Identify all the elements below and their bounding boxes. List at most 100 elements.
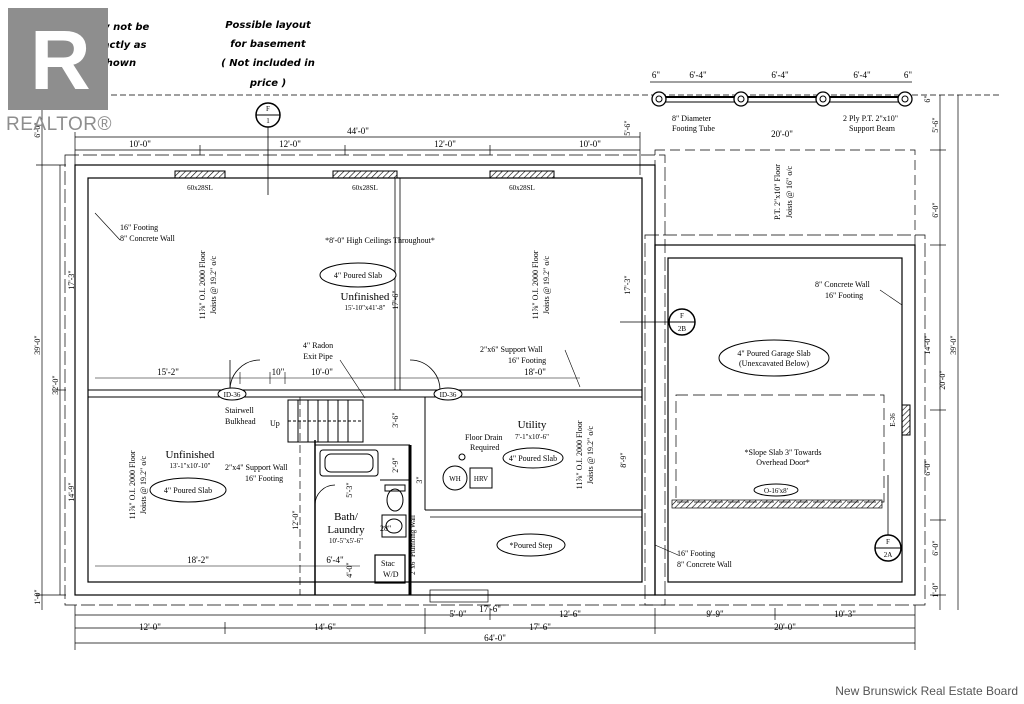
realtor-logo-letter: R <box>30 13 91 107</box>
svg-text:16" Footing: 16" Footing <box>508 356 546 365</box>
dim-right-a: 5'-6" <box>931 117 940 132</box>
footing-note-bottom: 16" Footing <box>677 549 715 558</box>
room-unfinished-main: Unfinished <box>341 291 390 303</box>
top-dimension-lines <box>74 94 1000 175</box>
garage-top-dims: 6" 6'-4" 6'-4" 6'-4" 6" 20'-0" <box>650 70 912 139</box>
joists-label-4: 11⅞" O.I. 2000 Floor <box>575 420 584 489</box>
slab-left-tag: 4" Poured Slab <box>149 477 227 503</box>
dim-top-4: 10'-0" <box>579 139 601 149</box>
svg-text:Joists @ 19.2" o/c: Joists @ 19.2" o/c <box>139 455 148 514</box>
bottom-dimension-lines <box>74 589 916 650</box>
svg-text:16" Footing: 16" Footing <box>245 474 283 483</box>
svg-text:8" Concrete Wall: 8" Concrete Wall <box>677 560 733 569</box>
svg-text:O-16'x8': O-16'x8' <box>764 487 788 495</box>
dim-left-inner: 32'-0" <box>51 375 60 394</box>
dim-12-0-vert: 12'-0" <box>291 510 300 529</box>
floor-drain <box>458 453 466 461</box>
footing-note-top: 16" Footing <box>120 223 158 232</box>
svg-text:Laundry: Laundry <box>327 524 365 536</box>
slope-note: *Slope Slab 3" Towards <box>745 448 822 457</box>
svg-text:Overhead Door*: Overhead Door* <box>756 458 810 467</box>
svg-text:W/D: W/D <box>383 570 399 579</box>
joists-label-3: 11⅞" O.I. 2000 Floor <box>128 450 137 519</box>
dim-bottom-f: 12'-6" <box>559 609 581 619</box>
dim-right-c: 14'-0" <box>923 335 932 354</box>
stac-label: Stac <box>381 559 395 568</box>
dim-right-total: 39'-0" <box>949 335 958 354</box>
svg-text:6'-4": 6'-4" <box>771 70 789 80</box>
right-dimension-lines <box>930 95 959 610</box>
room-bath: Bath/ <box>334 511 359 523</box>
section-marker-2a: F 2A <box>874 475 902 562</box>
svg-text:20'-0": 20'-0" <box>771 129 793 139</box>
stairwell-label: Stairwell <box>225 406 255 415</box>
svg-text:Joists @ 19.2" o/c: Joists @ 19.2" o/c <box>209 255 218 314</box>
pt-joists-label: P.T. 2"x10" Floor <box>773 164 782 220</box>
room-unfinished-left: Unfinished <box>166 449 215 461</box>
svg-text:6": 6" <box>652 70 661 80</box>
svg-text:16" Footing: 16" Footing <box>825 291 863 300</box>
dim-right-e: 6'-0" <box>931 540 940 555</box>
svg-text:Footing Tube: Footing Tube <box>672 124 715 133</box>
water-heater: WH <box>442 465 468 491</box>
svg-text:May not be: May not be <box>87 22 150 33</box>
bathtub <box>319 449 379 477</box>
radon-pipe-label: 4" Radon <box>303 341 333 350</box>
svg-text:( Not included in: ( Not included in <box>221 58 315 69</box>
svg-text:exactly as: exactly as <box>90 40 147 51</box>
svg-text:Joists @ 16" o/c: Joists @ 16" o/c <box>785 165 794 218</box>
svg-text:13'-1"x10'-10": 13'-1"x10'-10" <box>170 462 211 470</box>
svg-text:Bulkhead: Bulkhead <box>225 417 256 426</box>
support-wall-top-label: 2"x6" Support Wall <box>480 345 543 354</box>
disclaimer-note: May not be exactly as shown <box>87 22 150 69</box>
door-arc-left <box>229 359 441 506</box>
dim-left-upper: 17'-3" <box>67 270 76 289</box>
dim-10-0: 10'-0" <box>311 367 333 377</box>
dim-bottom-e-step: 17'-6" <box>479 604 501 614</box>
dim-18-0: 18'-0" <box>524 367 546 377</box>
dim-bottom-e: 5'-0" <box>449 609 467 619</box>
door-tag-mid: ID-36 <box>433 387 463 401</box>
dim-2-9: 2'-9" <box>391 457 400 472</box>
toilet <box>384 484 406 512</box>
beam-label: 2 Ply P.T. 2"x10" <box>843 114 898 123</box>
svg-text:60x28SL: 60x28SL <box>187 184 213 192</box>
dim-right-f: 1'-0" <box>931 582 940 597</box>
svg-text:F: F <box>680 312 684 320</box>
board-credit: New Brunswick Real Estate Board <box>835 684 1018 698</box>
svg-text:4" Poured Slab: 4" Poured Slab <box>509 454 557 463</box>
sink <box>381 514 407 538</box>
dim-left-total: 39'-0" <box>33 335 42 354</box>
ceiling-note: *8'-0" High Ceilings Throughout* <box>325 236 435 245</box>
dim-bottom-d: 20'-0" <box>774 622 796 632</box>
poured-step-tag: *Poured Step <box>496 533 566 557</box>
dim-15-2: 15'-2" <box>157 367 179 377</box>
door-tag-top: ID-36 <box>217 387 247 401</box>
section-marker-2b: F 2B <box>620 308 696 336</box>
door-28-label: 28" <box>380 524 391 533</box>
realtor-logo-mark: R <box>8 8 108 110</box>
dim-bottom-overall: 64'-0" <box>484 633 506 643</box>
side-door: E-36 <box>889 404 911 436</box>
svg-text:Joists @ 19.2" o/c: Joists @ 19.2" o/c <box>586 425 595 484</box>
realtor-logo-text: REALTOR® <box>6 114 112 135</box>
joists-label-1: 11⅞" O.I. 2000 Floor <box>198 250 207 319</box>
window-60x28-3: 60x28SL <box>489 170 555 192</box>
svg-text:6": 6" <box>904 70 913 80</box>
svg-text:6'-4": 6'-4" <box>689 70 707 80</box>
dim-top-2: 12'-0" <box>279 139 301 149</box>
dim-5-3: 5'-3" <box>345 482 354 497</box>
dim-4-0: 4'-0" <box>345 562 354 577</box>
svg-text:2A: 2A <box>884 551 893 559</box>
plumbing-wall-label: 2"x6" Plumbing Wall <box>409 515 417 575</box>
svg-text:Joists @ 19.2" o/c: Joists @ 19.2" o/c <box>542 255 551 314</box>
slab-main-tag: 4" Poured Slab <box>319 262 397 288</box>
svg-text:for basement: for basement <box>230 39 307 50</box>
dim-left-bottom: 1'-0" <box>33 589 42 604</box>
joists-label-2: 11⅞" O.I. 2000 Floor <box>531 250 540 319</box>
dim-bottom-a: 12'-0" <box>139 622 161 632</box>
svg-text:F: F <box>266 105 270 113</box>
slab-utility-tag: 4" Poured Slab <box>502 447 564 469</box>
svg-text:HRV: HRV <box>474 475 488 483</box>
dim-17-6: 17'-6" <box>391 290 400 309</box>
